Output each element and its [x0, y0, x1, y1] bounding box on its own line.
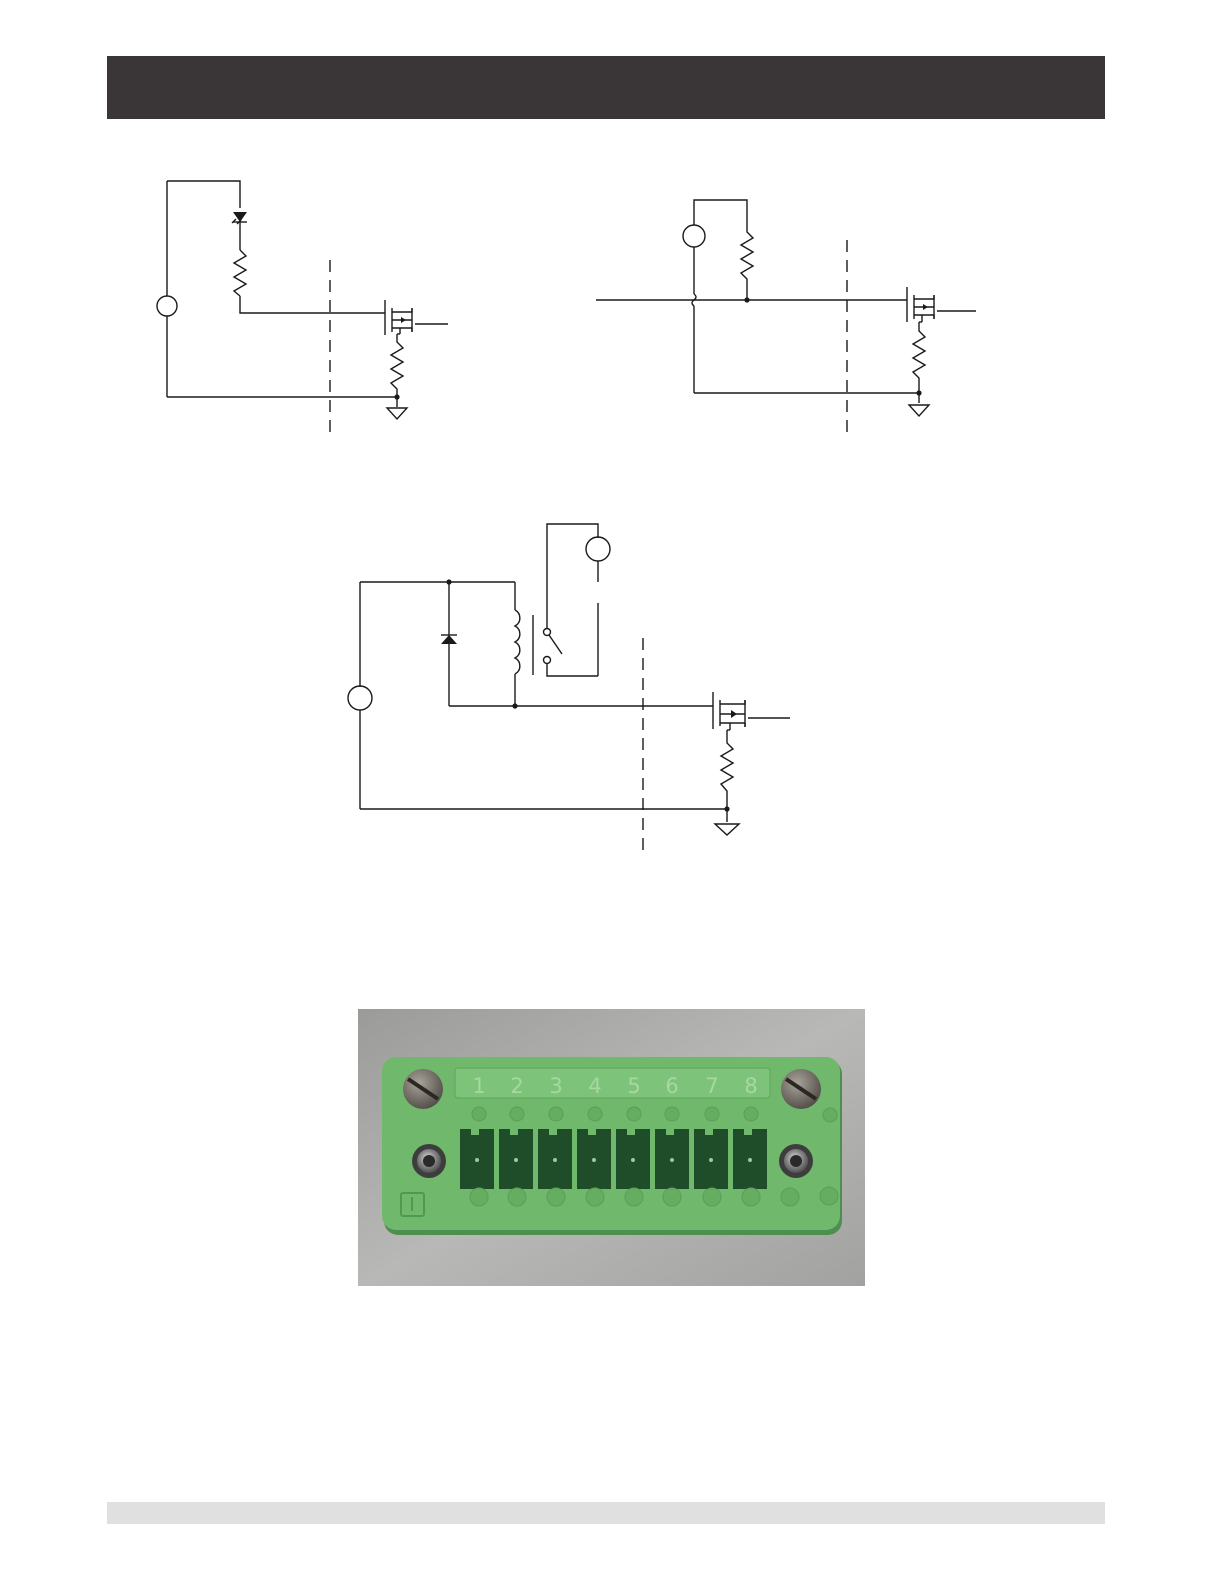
- resistor-icon: [721, 730, 733, 809]
- mounting-hole-icon: [412, 1144, 446, 1178]
- screw-icon: [403, 1069, 443, 1109]
- resistor-icon: [913, 322, 925, 393]
- contact-input-circuit-diagram: [590, 190, 990, 440]
- ground-icon: [387, 408, 407, 419]
- relay-coil-icon: [515, 610, 520, 674]
- pin-number: 1: [472, 1074, 485, 1098]
- resistor-icon: [741, 225, 753, 300]
- voltage-source-icon: [586, 537, 610, 561]
- pin-number: 2: [510, 1074, 523, 1098]
- footer-bar: [107, 1502, 1105, 1524]
- relay-contact-icon: [544, 657, 551, 664]
- mosfet-icon: [385, 300, 448, 335]
- terminal-block-photo: 1 2 3 4 5 6 7 8: [358, 1009, 865, 1286]
- led-input-circuit-diagram: [140, 170, 470, 440]
- voltage-source-icon: [683, 225, 705, 247]
- pin-number: 5: [627, 1074, 640, 1098]
- screw-icon: [781, 1069, 821, 1109]
- resistor-icon: [234, 250, 246, 296]
- pin-number: 4: [588, 1074, 601, 1098]
- voltage-source-icon: [348, 686, 372, 710]
- mosfet-icon: [907, 287, 976, 322]
- ground-icon: [909, 405, 929, 416]
- pin-number: 7: [705, 1074, 718, 1098]
- header-bar: [107, 56, 1105, 119]
- relay-coil-circuit-diagram: [340, 515, 810, 860]
- ground-icon: [715, 824, 739, 835]
- voltage-source-icon: [157, 296, 177, 316]
- mosfet-icon: [713, 692, 790, 730]
- pin-number: 8: [744, 1074, 757, 1098]
- pin-number: 3: [549, 1074, 562, 1098]
- resistor-icon: [391, 334, 403, 397]
- diode-icon: [441, 635, 457, 644]
- pin-number: 6: [665, 1074, 678, 1098]
- relay-contact-icon: [544, 629, 551, 636]
- mounting-hole-icon: [779, 1144, 813, 1178]
